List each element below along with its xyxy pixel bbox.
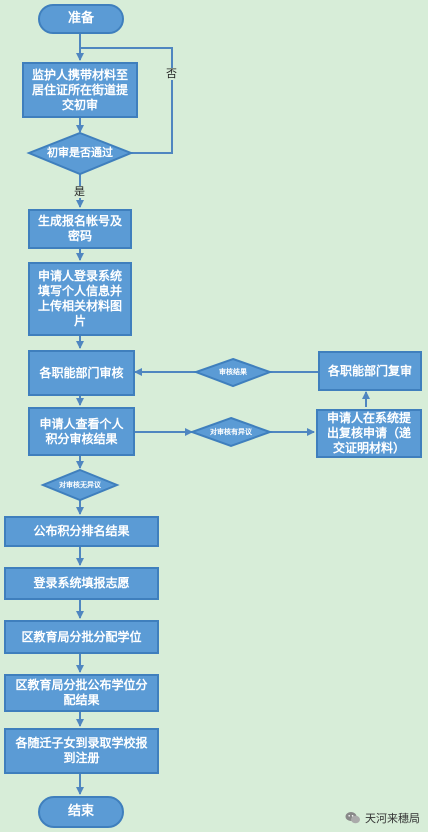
no-edge-label: 否 (166, 67, 177, 81)
no-objection-diamond-text: 对审核无异议 (59, 480, 101, 489)
objection-diamond-shape (189, 416, 273, 448)
fill-preferences-node: 登录系统填报志愿 (4, 567, 159, 600)
applicant-login-node: 申请人登录系统填写个人信息并上传相关材料图片 (28, 262, 132, 336)
enroll-node: 各随迁子女到录取学校报到注册 (4, 728, 159, 774)
publish-ranking-node: 公布积分排名结果 (4, 516, 159, 547)
district-publish-node: 区教育局分批公布学位分配结果 (4, 674, 159, 712)
objection-diamond-text: 对审核有异议 (210, 427, 252, 436)
no-objection-diamond-shape (40, 468, 120, 502)
dept-review-node: 各职能部门审核 (28, 350, 135, 396)
decision-diamond-shape (26, 131, 134, 176)
start-node: 准备 (38, 4, 124, 34)
watermark: 天河来穗局 (345, 810, 420, 826)
view-score-node: 申请人查看个人积分审核结果 (28, 407, 135, 456)
end-node: 结束 (38, 796, 124, 828)
submit-materials-node: 监护人携带材料至居住证所在街道提交初审 (22, 62, 138, 118)
wechat-icon (345, 812, 360, 824)
generate-account-node: 生成报名帐号及密码 (28, 209, 132, 249)
review-result-diamond-text: 审核结果 (219, 367, 247, 376)
district-allocate-node: 区教育局分批分配学位 (4, 620, 159, 654)
watermark-text: 天河来穗局 (365, 812, 420, 825)
first-review-decision-text: 初审是否通过 (47, 146, 113, 160)
yes-edge-label: 是 (74, 185, 85, 199)
review-result-diamond-shape (193, 357, 273, 388)
apply-recheck-node: 申请人在系统提出复核申请（递交证明材料） (316, 409, 422, 458)
dept-recheck-node: 各职能部门复审 (318, 351, 422, 391)
edge-decision-no-loop (80, 47, 173, 154)
